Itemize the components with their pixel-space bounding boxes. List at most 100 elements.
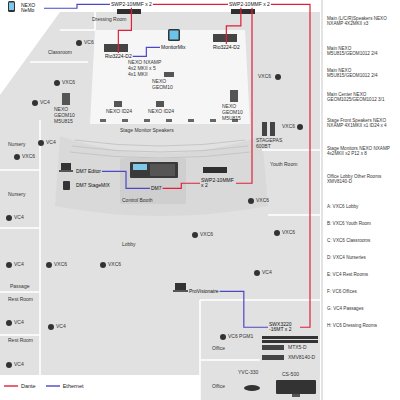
- map-label: NEXO NXAMP 4x2 MKII x 5 4x1 MKII: [128, 60, 162, 77]
- map-label: VXC6: [22, 154, 35, 160]
- legend-sample: [46, 384, 60, 388]
- phone-icon: [8, 1, 15, 12]
- legend-item: Ethernet: [46, 383, 84, 389]
- spec-note: C: VXC6 Classrooms: [327, 238, 393, 243]
- rack-icon: [262, 340, 318, 343]
- device-name: DM7 Editor: [76, 169, 101, 175]
- device-label: SWP2-10MMF x 2: [228, 1, 271, 8]
- switch-icon: [117, 9, 141, 14]
- monitor-wedge: [100, 119, 106, 122]
- wall: [262, 149, 320, 151]
- map-label: NEXO ID24: [106, 109, 132, 115]
- legend-line: [4, 385, 18, 386]
- stage-area: [90, 30, 250, 124]
- legend-text: Ethernet: [63, 383, 84, 389]
- laptop-icon: [61, 163, 71, 170]
- rack-icon: [262, 355, 284, 360]
- map-label: VC4: [262, 270, 272, 276]
- device-name: SWP2-10MMF x 2: [229, 2, 270, 8]
- ceiling-speakers: [6, 40, 303, 368]
- map-label: VC4: [56, 324, 66, 330]
- wall: [0, 334, 40, 336]
- map-label: Control Booth: [122, 198, 153, 204]
- ceiling-speaker: [220, 334, 226, 340]
- ceiling-speaker: [192, 232, 198, 238]
- device-label: ProVisionaire: [188, 288, 220, 295]
- laptop-base: [173, 290, 188, 292]
- spec-note: B: VXC6 Youth Room: [327, 221, 393, 226]
- monitor-wedge: [188, 119, 194, 122]
- map-label: VC4: [14, 362, 24, 368]
- ceiling-speaker: [254, 270, 260, 276]
- map-label: Classroom: [48, 50, 72, 56]
- console-icon: [130, 162, 178, 178]
- speaker-icon: [164, 72, 174, 77]
- device-name: ProVisionaire: [189, 289, 219, 295]
- map-label: STAGEPAS 600BT: [256, 138, 286, 150]
- spec-note: F: VC6 Offices: [327, 289, 393, 294]
- spec-note: E: VC4 Rest Rooms: [327, 272, 393, 277]
- seat-row: [75, 140, 245, 146]
- map-label: VC6: [84, 40, 94, 46]
- ceiling-speaker: [76, 40, 82, 46]
- seat-row: [70, 152, 250, 158]
- spec-note: Main NEXO M5U815/GEOM1012 2/4: [327, 68, 393, 79]
- cable-line: [44, 4, 110, 8]
- map-label: YVC-330: [238, 370, 258, 376]
- ceiling-speaker: [100, 262, 106, 268]
- rack-icon: [262, 336, 318, 339]
- monitor-wedge: [122, 119, 128, 122]
- monitor-stand: [292, 394, 300, 397]
- cable-line: [163, 183, 200, 188]
- map-label: VXC6: [200, 232, 213, 238]
- spec-note: Main NEXO M5U815/GEOM1012 2/4: [327, 46, 393, 57]
- legend-line: [46, 385, 60, 386]
- speaker-icon: [62, 93, 70, 105]
- switch-icon: [203, 167, 227, 173]
- map-label: VXC6: [256, 198, 269, 204]
- spec-note: Main Center NEXO GEOM1025/GEOM1012 3/1: [327, 92, 393, 103]
- wall: [0, 227, 40, 229]
- ceiling-speaker: [248, 198, 254, 204]
- cable-line: [118, 8, 131, 53]
- map-label: VXC6: [54, 262, 67, 268]
- tablet-icon: [168, 29, 180, 41]
- map-label: VXC6: [258, 74, 271, 80]
- monitor-wedge: [210, 119, 216, 122]
- cable-line: [220, 291, 268, 327]
- cable-line: [271, 4, 310, 327]
- laptop-base: [59, 170, 73, 172]
- legend-text: Dante: [21, 383, 36, 389]
- ceiling-speaker: [48, 324, 54, 330]
- speaker-icon: [262, 122, 267, 136]
- map-label: NEXO GEOM10 M5U815: [54, 107, 78, 124]
- legend-item: Dante: [4, 383, 36, 389]
- spec-note: Main (L/C/R)Speakers NEXO NXAMP 4X2MKII …: [327, 16, 393, 27]
- speaker-icon: [156, 101, 164, 107]
- ceiling-speaker: [46, 262, 52, 268]
- map-label: Office: [212, 384, 225, 390]
- map-label: Passage: [10, 284, 29, 290]
- monitor-wedge: [166, 119, 172, 122]
- map-label: Rest Room: [8, 338, 33, 344]
- map-label: VXC6: [282, 230, 295, 236]
- device-label: Rio3224-D2: [212, 44, 241, 51]
- map-label: NEXO ID24: [148, 109, 174, 115]
- phone-screen: [9, 3, 14, 11]
- device-name: NEXO NeMo: [21, 3, 43, 15]
- device-label: Rio3224-D2: [104, 53, 133, 60]
- map-label: VC4: [40, 100, 50, 106]
- ceiling-speaker: [32, 100, 38, 106]
- spec-note: Stage Front Speakers NEXO NXAMP 4X1MKII …: [327, 118, 393, 129]
- map-label: VC4: [14, 320, 24, 326]
- spec-note: Office Lobby Other Rooms XMV8140-D: [327, 174, 393, 185]
- device-name: SWP2-10MMF x 2: [111, 2, 152, 8]
- spec-note: D: VXC4 Nurseries: [327, 255, 393, 260]
- speaker-icon: [114, 101, 122, 107]
- cable-line: [153, 4, 228, 5]
- map-label: Lobby: [122, 242, 136, 248]
- ceiling-speaker: [54, 80, 60, 86]
